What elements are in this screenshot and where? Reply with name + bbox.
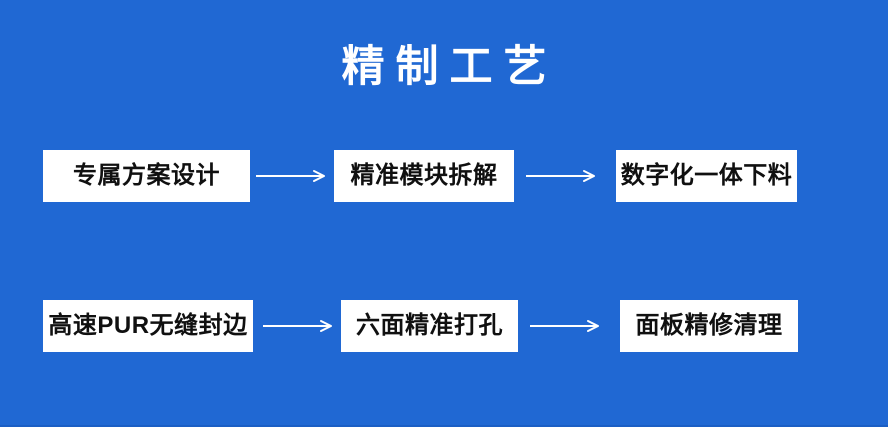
process-step-4-label: 高速PUR无缝封边 bbox=[48, 312, 248, 339]
arrow-right-icon bbox=[263, 316, 335, 336]
arrow-right-icon bbox=[530, 316, 602, 336]
process-step-3[interactable]: 数字化一体下料 bbox=[616, 150, 797, 202]
process-step-3-label: 数字化一体下料 bbox=[620, 162, 793, 189]
process-step-4[interactable]: 高速PUR无缝封边 bbox=[43, 300, 253, 352]
bottom-edge-divider bbox=[0, 425, 888, 427]
arrow-right-icon bbox=[256, 166, 328, 186]
process-step-5[interactable]: 六面精准打孔 bbox=[341, 300, 518, 352]
process-row-2: 高速PUR无缝封边 六面精准打孔 面板精修清理 bbox=[0, 298, 888, 354]
page-title: 精制工艺 bbox=[341, 43, 558, 91]
process-row-1: 专属方案设计 精准模块拆解 数字化一体下料 bbox=[0, 148, 888, 204]
process-step-6-label: 面板精修清理 bbox=[635, 312, 783, 339]
process-step-2-label: 精准模块拆解 bbox=[350, 162, 498, 189]
process-step-5-label: 六面精准打孔 bbox=[356, 312, 503, 339]
process-step-2[interactable]: 精准模块拆解 bbox=[334, 150, 514, 202]
process-step-1[interactable]: 专属方案设计 bbox=[43, 150, 250, 202]
process-step-1-label: 专属方案设计 bbox=[73, 162, 220, 189]
process-step-6[interactable]: 面板精修清理 bbox=[620, 300, 798, 352]
arrow-right-icon bbox=[526, 166, 598, 186]
